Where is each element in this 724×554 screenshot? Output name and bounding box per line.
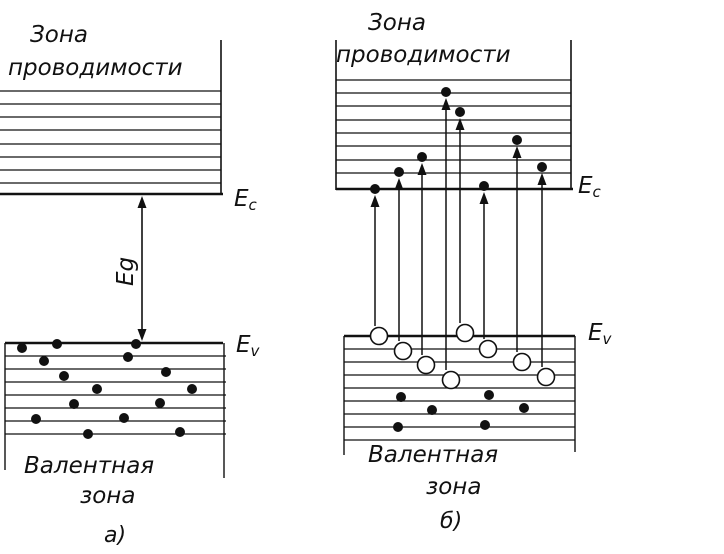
bandgap-arrow-head-down	[137, 329, 147, 341]
hole-circle	[416, 355, 436, 375]
panel-b-ec-label: Ec	[578, 173, 602, 201]
panel-a-ev-subscript: v	[251, 342, 261, 360]
panel-b-valence-label-line2: зона	[426, 474, 481, 500]
panel-a-ev-label: Ev	[236, 332, 261, 360]
panel-b-ev-subscript: v	[603, 330, 613, 348]
panel-b-valence-band-levels	[343, 334, 576, 455]
electron-dot	[123, 352, 133, 362]
panel-a-intrinsic: Зона проводимости Ec Ev Eg Валентная зон…	[0, 22, 261, 548]
panel-b-valence-label-line1: Валентная	[368, 442, 498, 468]
panel-a-ec-symbol: E	[234, 186, 249, 212]
electron-dot	[17, 343, 27, 353]
electron-dot	[393, 422, 403, 432]
electron-dot	[519, 403, 529, 413]
excited-electron-dot	[479, 181, 489, 191]
electron-dot	[83, 429, 93, 439]
excited-electron-dot	[394, 167, 404, 177]
excited-electron-dot	[537, 162, 547, 172]
transition-arrow-head	[441, 98, 451, 110]
panel-b-ec-subscript: c	[593, 183, 602, 201]
excited-electron-dot	[417, 152, 427, 162]
electron-dot	[92, 384, 102, 394]
electron-dot	[39, 356, 49, 366]
transition-arrow-head	[479, 192, 489, 204]
panel-b-ev-symbol: E	[588, 320, 603, 346]
transition-arrow-head	[370, 195, 380, 207]
panel-b-ec-symbol: E	[578, 173, 593, 199]
panel-a-valence-label-line2: зона	[80, 483, 135, 509]
electron-dot	[484, 390, 494, 400]
electron-dot	[427, 405, 437, 415]
hole-circle	[369, 326, 389, 346]
panel-b-conduction-band-levels	[335, 40, 573, 191]
transition-arrow-head	[417, 163, 427, 175]
transition-arrow-head	[455, 118, 465, 130]
panel-a-bandgap-arrow	[137, 196, 147, 341]
panel-a-ev-symbol: E	[236, 332, 251, 358]
hole-circle	[478, 339, 498, 359]
electron-dot	[59, 371, 69, 381]
bandgap-arrow-head-up	[137, 196, 147, 208]
electron-dot	[175, 427, 185, 437]
hole-circle	[455, 323, 475, 343]
panel-a-valence-label-line1: Валентная	[24, 453, 154, 479]
panel-b-electrons-and-holes	[369, 87, 556, 432]
panel-b-caption: б)	[440, 509, 462, 534]
electron-dot	[119, 413, 129, 423]
hole-circle	[441, 370, 461, 390]
electron-dot	[161, 367, 171, 377]
hole-circle	[512, 352, 532, 372]
electron-dot	[69, 399, 79, 409]
electron-dot	[52, 339, 62, 349]
panel-b-transition-arrows	[370, 98, 547, 370]
panel-a-conduction-band-levels	[0, 40, 223, 196]
electron-dot	[480, 420, 490, 430]
hole-circle	[536, 367, 556, 387]
panel-a-conduction-label-line2: проводимости	[8, 55, 183, 81]
panel-b-excited: Зона проводимости Ec Ev Валентная зона б…	[335, 10, 613, 534]
panel-a-caption: а)	[104, 523, 126, 548]
panel-b-ev-label: Ev	[588, 320, 613, 348]
panel-a-valence-band-levels	[4, 341, 226, 478]
panel-b-conduction-label-line1: Зона	[368, 10, 426, 36]
excited-electron-dot	[455, 107, 465, 117]
electron-dot	[396, 392, 406, 402]
panel-a-valence-electrons	[17, 339, 197, 439]
excited-electron-dot	[370, 184, 380, 194]
panel-a-conduction-label-line1: Зона	[30, 22, 88, 48]
panel-a-eg-label: Eg	[113, 257, 139, 286]
hole-circle	[393, 341, 413, 361]
electron-dot	[155, 398, 165, 408]
electron-dot	[31, 414, 41, 424]
transition-arrow-head	[394, 178, 404, 190]
excited-electron-dot	[441, 87, 451, 97]
electron-dot	[187, 384, 197, 394]
panel-b-conduction-label-line2: проводимости	[336, 42, 511, 68]
panel-a-ec-subscript: c	[249, 196, 258, 214]
transition-arrow-head	[512, 146, 522, 158]
transition-arrow-head	[537, 173, 547, 185]
excited-electron-dot	[512, 135, 522, 145]
panel-a-ec-label: Ec	[234, 186, 258, 214]
electron-dot	[131, 339, 141, 349]
